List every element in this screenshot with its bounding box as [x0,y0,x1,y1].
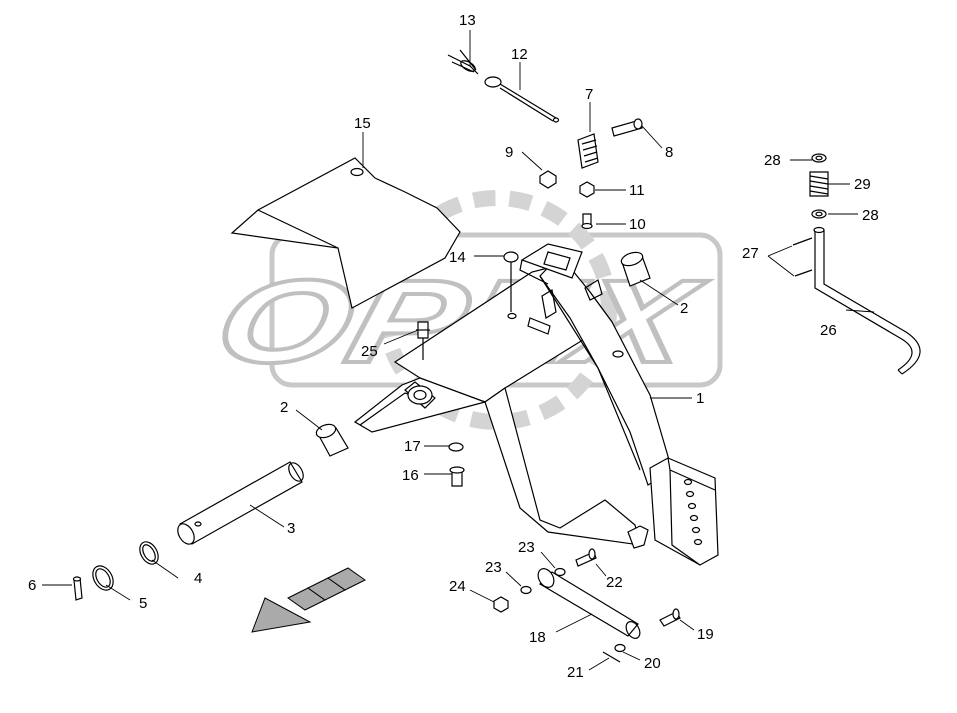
part-29-spring [809,171,829,197]
callout-labels: 1 2 2 3 4 5 6 7 8 9 10 11 12 13 14 15 16… [28,12,879,681]
callout-5: 5 [139,595,147,612]
callout-23-upper: 23 [518,539,535,556]
part-1-main-frame [353,243,719,566]
callout-25: 25 [361,343,378,360]
part-12-cable [484,76,560,123]
part-13-clip [447,49,479,75]
part-4-ring [139,541,159,565]
callout-3: 3 [287,520,295,537]
callout-6: 6 [28,577,36,594]
part-8-bolt [611,118,643,137]
part-20-washer [614,643,626,653]
part-11-nut [579,181,595,198]
callout-2-lower: 2 [280,399,288,416]
part-17-washer [448,442,464,452]
callout-24: 24 [449,578,466,595]
part-23-washer-lower [520,585,532,595]
part-3-shaft [177,461,304,545]
bracket-holes [683,478,703,546]
callout-7: 7 [585,86,593,103]
callout-15: 15 [354,115,371,132]
callout-17: 17 [404,438,421,455]
callout-12: 12 [511,46,528,63]
part-22-bolt [575,548,597,567]
part-24-nut [493,596,509,613]
direction-arrow-icon [251,567,366,633]
part-7-rubber-buffer [577,133,599,169]
callout-28-lower: 28 [862,207,879,224]
part-9-nut [539,170,557,189]
callout-16: 16 [402,467,419,484]
callout-1: 1 [696,390,704,407]
callout-19: 19 [697,626,714,643]
leader-lines [42,30,875,671]
callout-18: 18 [529,629,546,646]
callout-26: 26 [820,322,837,339]
part-27-pins [792,237,813,277]
part-19-bolt [659,608,681,627]
part-23-washer-upper [554,567,566,577]
part-16-bolt [449,466,465,487]
callout-10: 10 [629,216,646,233]
part-10-bolt [581,213,593,230]
part-21-split-pin [602,651,621,663]
callout-8: 8 [665,144,673,161]
part-14-plug [503,251,519,312]
callout-11: 11 [629,182,645,199]
part-2-bushing-upper [620,251,651,287]
callout-29: 29 [854,176,871,193]
callout-9: 9 [505,144,513,161]
part-28-washer-lower [811,209,827,219]
callout-27: 27 [742,245,759,262]
callout-14: 14 [449,249,466,266]
part-25-grease-nipple [416,321,430,360]
callout-22: 22 [606,574,623,591]
callout-13: 13 [459,12,476,29]
callout-23-lower: 23 [485,559,502,576]
callout-28-upper: 28 [764,152,781,169]
callout-4: 4 [194,570,202,587]
part-26-rod [813,226,921,375]
callout-20: 20 [644,655,661,672]
part-6-pin [72,576,83,601]
part-2-bushing-lower [315,423,349,457]
part-18-pin [537,568,641,639]
part-15-cover-plate [230,157,461,309]
callout-21: 21 [567,664,584,681]
callout-2-upper: 2 [680,300,688,317]
part-28-washer-upper [811,153,827,163]
